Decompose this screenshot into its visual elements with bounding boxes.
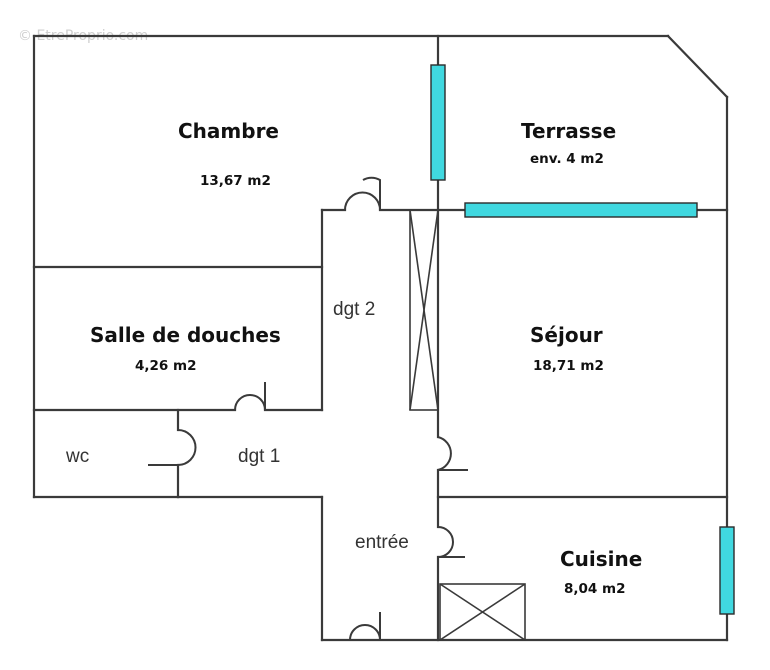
label-entree: entrée	[355, 532, 409, 553]
label-dgt1: dgt 1	[238, 446, 280, 467]
door-cuisine	[437, 526, 465, 558]
door-sejour	[437, 436, 468, 471]
shaft-entree	[439, 583, 526, 641]
label-terrasse: Terrasse	[521, 119, 616, 143]
windows	[430, 64, 735, 615]
window-terrasse-sejour	[464, 202, 698, 218]
area-cuisine: 8,04 m2	[564, 581, 625, 597]
door-salle-de-douches	[234, 382, 266, 411]
window-cuisine	[719, 526, 735, 615]
window-chambre-terrasse	[430, 64, 446, 181]
shaft-dgt2	[409, 209, 439, 411]
label-dgt2: dgt 2	[333, 299, 375, 320]
label-salle-de-douches: Salle de douches	[90, 323, 281, 347]
label-cuisine: Cuisine	[560, 547, 642, 571]
label-sejour: Séjour	[530, 323, 603, 347]
door-entree	[349, 612, 381, 641]
door-dgt2-top	[344, 176, 381, 211]
area-salle-de-douches: 4,26 m2	[135, 358, 196, 374]
area-terrasse: env. 4 m2	[530, 151, 604, 167]
area-sejour: 18,71 m2	[533, 358, 604, 374]
door-wc	[148, 429, 197, 466]
label-chambre: Chambre	[178, 119, 279, 143]
shafts	[409, 209, 526, 641]
room-labels: Chambre 13,67 m2 Terrasse env. 4 m2 dgt …	[65, 119, 642, 597]
label-wc: wc	[65, 446, 89, 467]
doors	[148, 176, 468, 641]
area-chambre: 13,67 m2	[200, 173, 271, 189]
